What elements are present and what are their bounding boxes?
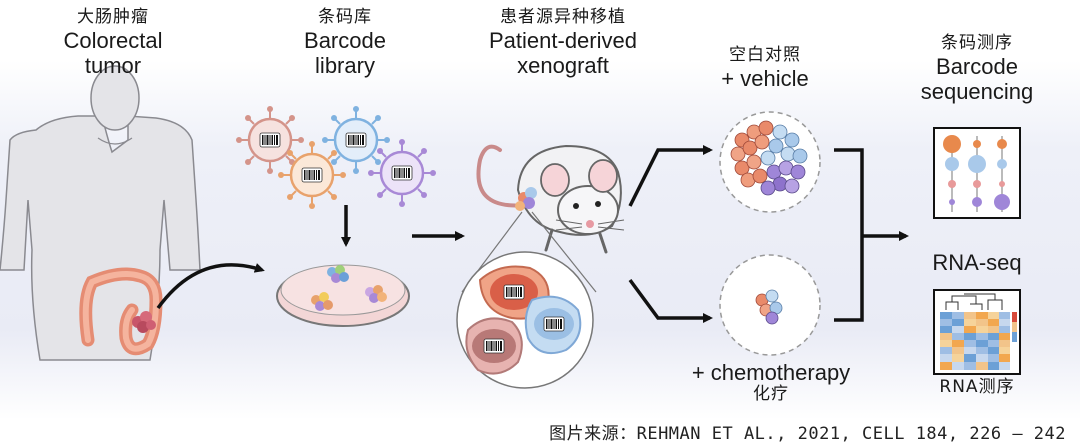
zoom-line bbox=[531, 211, 597, 293]
stage-pdx-en-2: xenograft bbox=[517, 52, 609, 78]
branch-control-label: 空白对照 + vehicle bbox=[690, 45, 840, 91]
merge-bracket bbox=[834, 148, 864, 322]
barcode-dotplot-icon bbox=[933, 127, 1021, 219]
arrow-tumor-to-dish bbox=[156, 263, 265, 310]
chemo-tumor-icon bbox=[719, 254, 821, 356]
arrow-to-chemo bbox=[628, 278, 713, 323]
human-figure-icon bbox=[0, 65, 201, 361]
barcode-seq-en-1: Barcode bbox=[936, 53, 1018, 79]
branch-chemo-zh: 化疗 bbox=[753, 384, 789, 405]
rna-heatmap-icon bbox=[933, 289, 1021, 375]
tumor-icon bbox=[132, 311, 156, 333]
stage-library-label: 条码库 Barcode library bbox=[270, 7, 420, 78]
stage-tumor-en-1: Colorectal bbox=[63, 27, 163, 53]
rna-seq-label: RNA-seq bbox=[932, 250, 1022, 275]
stage-pdx-label: 患者源异种移植 Patient-derived xenograft bbox=[468, 7, 658, 78]
stage-pdx-en-1: Patient-derived bbox=[489, 27, 637, 53]
colon-icon bbox=[79, 267, 163, 356]
vehicle-tumor-icon bbox=[719, 111, 821, 213]
virus-barcode-icon bbox=[368, 139, 436, 207]
organoid-icon bbox=[327, 265, 349, 283]
branch-chemo-label: + chemotherapy 化疗 bbox=[676, 360, 866, 405]
branch-control-zh: 空白对照 bbox=[729, 45, 801, 65]
virus-barcode-icon bbox=[278, 141, 346, 209]
petri-dish-icon bbox=[276, 264, 410, 327]
stage-library-zh: 条码库 bbox=[318, 7, 372, 27]
barcode-seq-label: 条码测序 Barcode sequencing bbox=[902, 33, 1052, 104]
barcode-seq-zh: 条码测序 bbox=[941, 33, 1013, 53]
tumor-zoom-icon bbox=[456, 251, 594, 389]
branch-control-en: + vehicle bbox=[721, 65, 809, 91]
stage-tumor-en-2: tumor bbox=[84, 52, 142, 78]
arrow-to-vehicle bbox=[628, 145, 713, 207]
barcode-seq-en-2: sequencing bbox=[920, 78, 1034, 104]
stage-library-en-1: Barcode bbox=[304, 27, 386, 53]
rna-seq-zh-label: RNA测序 bbox=[939, 377, 1015, 397]
virus-barcode-icon bbox=[322, 106, 390, 174]
organoid-icon bbox=[365, 285, 387, 303]
stage-tumor-zh: 大肠肿瘤 bbox=[77, 7, 149, 27]
mouse-icon bbox=[476, 144, 625, 254]
branch-chemo-en: + chemotherapy bbox=[691, 360, 851, 385]
stage-tumor-label: 大肠肿瘤 Colorectal tumor bbox=[38, 7, 188, 78]
stage-pdx-zh: 患者源异种移植 bbox=[500, 7, 626, 27]
source-credit: 图片来源：REHMAN ET AL., 2021, CELL 184, 226 … bbox=[549, 424, 1066, 444]
stage-library-en-2: library bbox=[315, 52, 375, 78]
virus-barcode-icon bbox=[236, 106, 304, 174]
organoid-icon bbox=[311, 292, 333, 311]
